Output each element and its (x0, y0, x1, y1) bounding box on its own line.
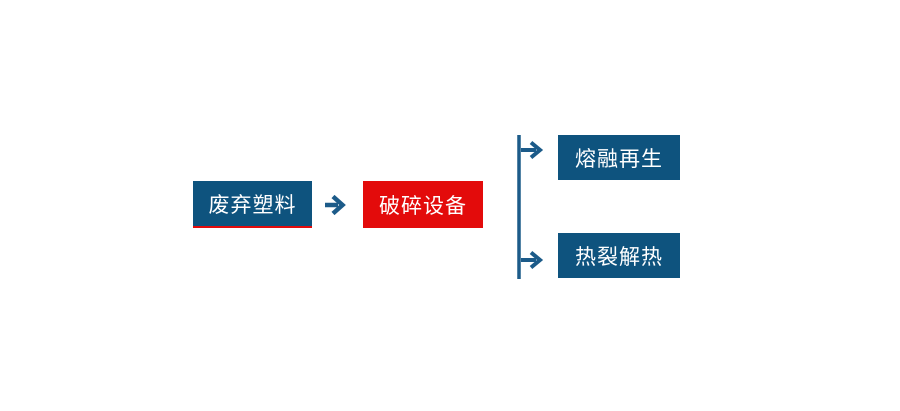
node-waste-plastic-label: 废弃塑料 (208, 193, 297, 217)
node-waste-plastic: 废弃塑料 (193, 181, 312, 228)
branch-connector (517, 135, 544, 279)
right-arrow-icon (325, 194, 346, 216)
node-crushing-equipment: 破碎设备 (363, 181, 483, 228)
node-crushing-equipment-label: 破碎设备 (379, 194, 467, 218)
branch-top-right-arrow-icon (521, 140, 544, 160)
node-pyrolysis-heat: 热裂解热 (558, 233, 680, 278)
node-melt-regeneration-label: 熔融再生 (575, 147, 663, 171)
branch-bottom-right-arrow-icon (521, 250, 544, 270)
node-pyrolysis-heat-label: 热裂解热 (575, 245, 663, 269)
node-melt-regeneration: 熔融再生 (558, 135, 680, 180)
